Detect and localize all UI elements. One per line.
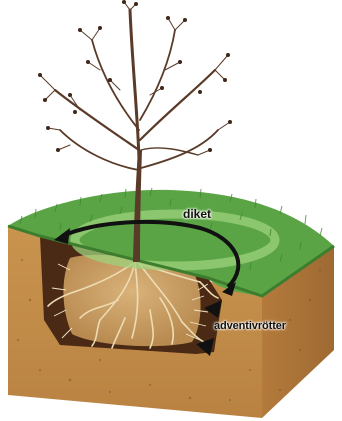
ditch-label: diket bbox=[183, 207, 211, 221]
tree-branches bbox=[40, 2, 230, 170]
adventitious-roots-label: adventivrötter bbox=[214, 320, 286, 332]
